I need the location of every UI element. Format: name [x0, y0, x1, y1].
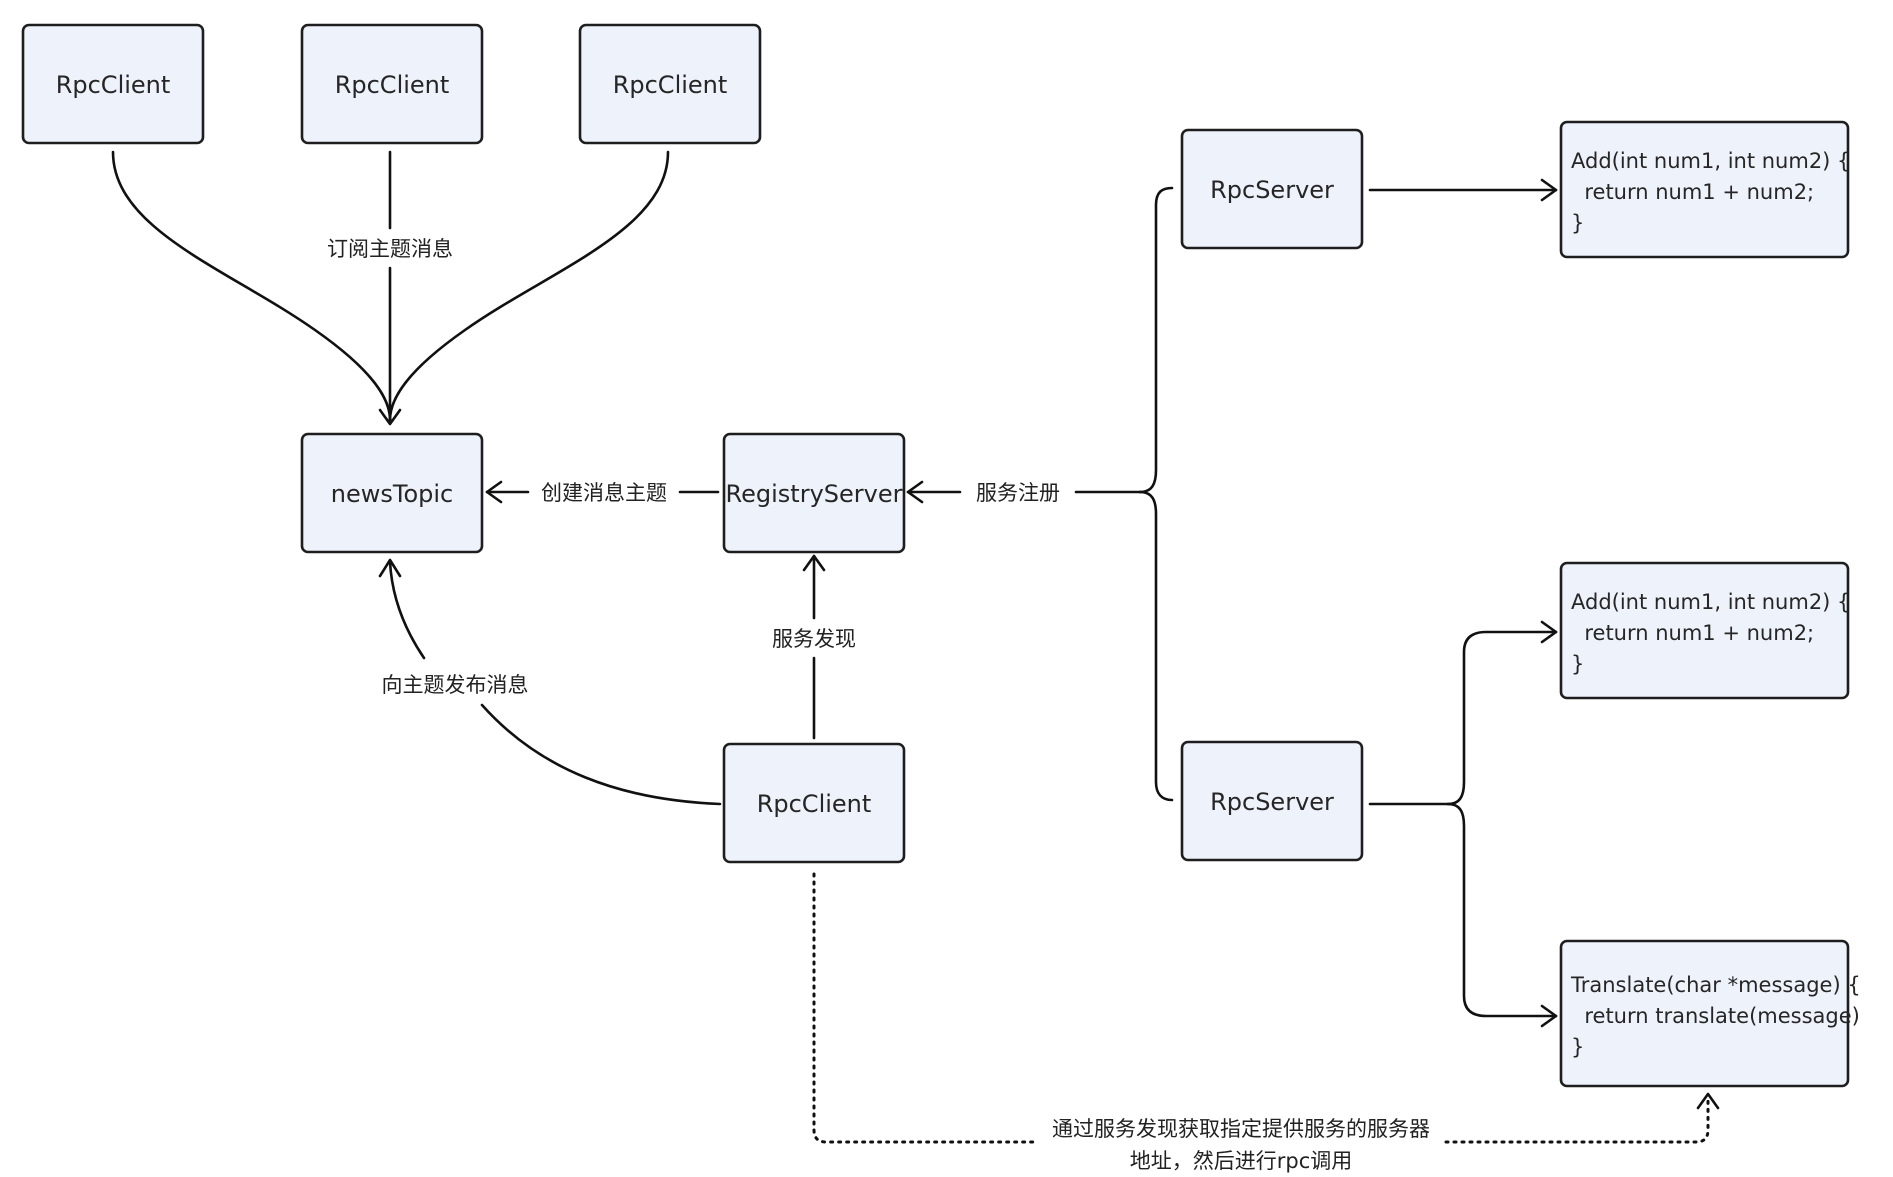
- arrowhead-into-translate-bottom: [1696, 1092, 1720, 1110]
- code-translate-line1: Translate(char *message) {: [1570, 973, 1861, 997]
- rpc-client-2[interactable]: RpcClient: [300, 23, 484, 145]
- edge-client1-to-newstopic: [111, 150, 392, 422]
- edge-label-publish: 向主题发布消息: [382, 673, 529, 697]
- edge-client-to-newstopic: [480, 703, 722, 806]
- rpc-client-1-label: RpcClient: [56, 71, 171, 99]
- code-add-bottom-line1: Add(int num1, int num2) {: [1571, 590, 1850, 614]
- arrowhead-into-newstopic-bottom: [378, 558, 402, 578]
- edge-rpc-call-dotted: [812, 872, 1038, 1144]
- code-add-top-line2: return num1 + num2;: [1571, 180, 1814, 204]
- arrowhead-into-translate: [1540, 1004, 1558, 1028]
- registry-server-label: RegistryServer: [726, 480, 903, 508]
- code-box-translate[interactable]: Translate(char *message) { return transl…: [1559, 939, 1861, 1088]
- edge-label-rpc-call-line1: 通过服务发现获取指定提供服务的服务器: [1052, 1117, 1430, 1141]
- code-box-add-bottom[interactable]: Add(int num1, int num2) { return num1 + …: [1559, 561, 1850, 700]
- edge-label-rpc-call-line2: 地址，然后进行rpc调用: [1130, 1149, 1353, 1173]
- code-add-top-line1: Add(int num1, int num2) {: [1571, 149, 1850, 173]
- arrowhead-into-registry-bottom: [802, 554, 826, 572]
- code-add-bottom-line3: }: [1571, 652, 1584, 676]
- rpc-client-3-label: RpcClient: [613, 71, 728, 99]
- code-add-top-line3: }: [1571, 211, 1584, 235]
- arrowhead-into-add-bottom: [1540, 620, 1558, 644]
- arrowhead-into-registry: [906, 480, 924, 504]
- arrowhead-into-newstopic: [378, 408, 402, 426]
- edge-server-bottom-to-translate: [1446, 802, 1558, 1018]
- rpc-server-top[interactable]: RpcServer: [1180, 128, 1364, 250]
- code-translate-line3: }: [1571, 1035, 1584, 1059]
- edge-label-subscribe-group: 订阅主题消息: [320, 232, 460, 264]
- brace-server-group: [1138, 186, 1174, 494]
- rpc-client-2-label: RpcClient: [335, 71, 450, 99]
- code-translate-line2: return translate(message): [1571, 1004, 1860, 1028]
- registry-server-node[interactable]: RegistryServer: [722, 432, 906, 554]
- edge-label-discover: 服务发现: [772, 627, 856, 651]
- rpc-client-bottom[interactable]: RpcClient: [722, 742, 906, 864]
- rpc-server-bottom[interactable]: RpcServer: [1180, 740, 1364, 862]
- rpc-server-top-label: RpcServer: [1210, 176, 1334, 204]
- edge-server-bottom-to-add: [1446, 630, 1558, 806]
- arrowhead-into-newstopic-left: [485, 480, 503, 504]
- code-add-bottom-line2: return num1 + num2;: [1571, 621, 1814, 645]
- rpc-client-3[interactable]: RpcClient: [578, 23, 762, 145]
- code-box-add-top[interactable]: Add(int num1, int num2) { return num1 + …: [1559, 120, 1850, 259]
- rpc-client-1[interactable]: RpcClient: [21, 23, 205, 145]
- edge-label-create-topic: 创建消息主题: [541, 481, 667, 505]
- news-topic-label: newsTopic: [331, 480, 453, 508]
- edge-client3-to-newstopic: [388, 150, 670, 422]
- rpc-server-bottom-label: RpcServer: [1210, 788, 1334, 816]
- news-topic-node[interactable]: newsTopic: [300, 432, 484, 554]
- edge-label-register: 服务注册: [976, 481, 1060, 505]
- rpc-client-bottom-label: RpcClient: [757, 790, 872, 818]
- edge-label-subscribe: 订阅主题消息: [327, 237, 453, 261]
- arrowhead-into-add-top: [1540, 178, 1558, 202]
